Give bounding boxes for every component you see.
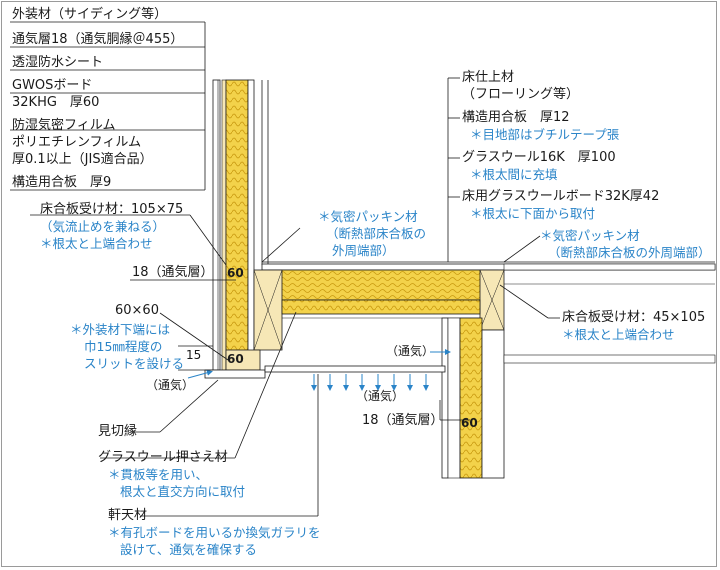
- siding-bottom-note-3: スリットを設ける: [84, 356, 185, 371]
- gwos-board-label: GWOSボード: [12, 78, 93, 93]
- joist-top-note-left: ＊根太と上端合わせ: [40, 236, 153, 251]
- install-note: ＊根太に下面から取付: [470, 206, 596, 221]
- soffit-label: 軒天材: [108, 508, 148, 523]
- size-60x60-label: 60×60: [115, 303, 159, 318]
- film-thickness-label: 厚0.1以上（JIS適合品）: [12, 152, 153, 167]
- insulation-60-corner: 60: [227, 352, 244, 366]
- gw-holder-note-1: ＊貫板等を用い、: [108, 467, 209, 482]
- vent-layer-18-right: 18（通気層）: [362, 413, 444, 428]
- floor-assembly: [253, 261, 716, 351]
- lower-wall: [441, 317, 716, 479]
- airtight-packing-note-1: ＊気密パッキン材: [318, 209, 418, 224]
- structural-ply-label: 構造用合板 厚9: [12, 175, 112, 190]
- structural-ply-12-label: 構造用合板 厚12: [462, 110, 570, 125]
- gwos-spec-label: 32KHG 厚60: [12, 95, 100, 110]
- butyl-note: ＊目地部はブチルテープ張: [470, 127, 620, 142]
- floor-receiver-right-label: 床合板受け材：45×105: [562, 310, 706, 325]
- joist-top-note-right: ＊根太と上端合わせ: [562, 327, 675, 342]
- ventilation-left-label: （通気）: [146, 378, 195, 392]
- left-leaders: [10, 21, 206, 191]
- airflow-stop-note: （気流止めを兼ねる）: [40, 219, 166, 234]
- airtight-packing-note-2: （断熱部床合板の: [326, 226, 427, 241]
- moisture-sheet-label: 透湿防水シート: [12, 55, 104, 70]
- soffit-note-2: 設けて、通気を確保する: [120, 542, 257, 557]
- flooring-note-label: （フローリング等）: [462, 87, 580, 102]
- insulation-60-wall: 60: [227, 266, 244, 280]
- airtight-packing-right-1: ＊気密パッキン材: [540, 228, 640, 243]
- vent-layer-label: 通気層18（通気胴縁＠455）: [12, 32, 184, 47]
- ventilation-top-label: （通気）: [386, 344, 435, 358]
- soffit-area: [204, 349, 446, 379]
- siding-bottom-note-1: ＊外装材下端には: [70, 322, 171, 337]
- floor-receiver-left-label: 床合板受け材：105×75: [40, 202, 184, 217]
- gw-holder-note-2: 根太と直交方向に取付: [120, 484, 246, 499]
- airflow-arrows: [187, 349, 451, 391]
- siding-label: 外装材（サイディング等）: [12, 7, 168, 22]
- airtight-packing-note-3: 外周端部）: [332, 243, 395, 258]
- floor-finish-label: 床仕上材: [462, 70, 515, 85]
- soffit-note-1: ＊有孔ボードを用いるか換気ガラリを: [108, 525, 321, 540]
- vapor-film-label: 防湿気密フィルム: [12, 118, 116, 133]
- center-leaders: [30, 214, 470, 517]
- insulation-60-right: 60: [461, 416, 478, 430]
- glass-wool-label: グラスウール16K 厚100: [462, 150, 616, 165]
- airtight-packing-right-2: （断熱部床合板の外周端部）: [548, 245, 711, 260]
- dim-15-label: 15: [186, 348, 202, 362]
- trim-label: 見切縁: [98, 424, 138, 439]
- pe-film-label: ポリエチレンフィルム: [12, 135, 142, 150]
- gw-holder-label: グラスウール押さえ材: [98, 450, 228, 465]
- right-leaders: [447, 77, 560, 319]
- siding-bottom-note-2: 巾15㎜程度の: [84, 339, 163, 354]
- ventilation-mid-label: （通気）: [356, 389, 405, 403]
- vent-layer-18-left: 18（通気層）: [132, 265, 214, 280]
- floor-gw-board-label: 床用グラスウールボード32K厚42: [462, 189, 660, 204]
- fill-note: ＊根太間に充填: [470, 167, 558, 182]
